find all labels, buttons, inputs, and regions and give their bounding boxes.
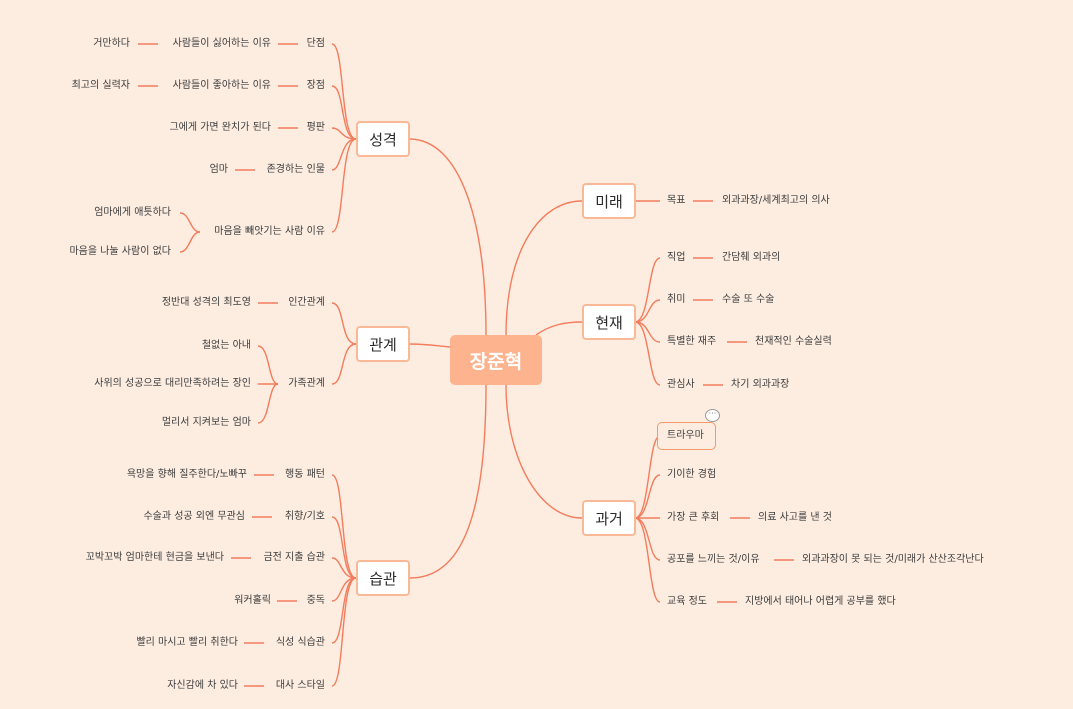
subtopic[interactable]: 차기 외과과장 — [731, 379, 790, 390]
subtopic[interactable]: 외과과장/세계최고의 의사 — [722, 195, 830, 206]
topic-label: 현재 — [595, 313, 623, 332]
subtopic-trauma[interactable]: 트라우마 — [667, 430, 704, 441]
topic-past[interactable]: 과거 — [582, 500, 636, 536]
subtopic[interactable]: 철없는 아내 — [201, 340, 251, 351]
selected-subtopic-frame[interactable] — [657, 422, 716, 450]
subtopic[interactable]: 사람들이 좋아하는 이유 — [172, 80, 271, 91]
subtopic[interactable]: 금전 지출 습관 — [263, 552, 325, 563]
subtopic[interactable]: 꼬박꼬박 엄마한테 현금을 보낸다 — [85, 552, 224, 563]
subtopic[interactable]: 최고의 실력자 — [71, 80, 130, 91]
subtopic[interactable]: 엄마에게 애틋하다 — [94, 207, 171, 218]
topic-label: 관계 — [369, 335, 397, 354]
subtopic[interactable]: 기이한 경험 — [667, 469, 717, 480]
subtopic[interactable]: 사위의 성공으로 대리만족하려는 장인 — [94, 378, 251, 389]
subtopic[interactable]: 가족관계 — [288, 378, 325, 389]
subtopic[interactable]: 지방에서 태어나 어렵게 공부를 했다 — [745, 596, 896, 607]
topic-label: 습관 — [369, 569, 397, 588]
subtopic[interactable]: 간담췌 외과의 — [722, 252, 781, 263]
central-topic[interactable]: 장준혁 — [450, 335, 542, 385]
subtopic[interactable]: 욕망을 향해 질주한다/노빠꾸 — [126, 469, 247, 480]
topic-future[interactable]: 미래 — [582, 183, 636, 219]
subtopic[interactable]: 가장 큰 후회 — [667, 512, 720, 523]
subtopic[interactable]: 취미 — [667, 294, 686, 305]
topic-label: 성격 — [369, 130, 397, 149]
subtopic[interactable]: 대사 스타일 — [275, 680, 325, 691]
subtopic[interactable]: 마음을 나눌 사람이 없다 — [69, 246, 171, 257]
subtopic[interactable]: 천재적인 수술실력 — [755, 336, 832, 347]
subtopic[interactable]: 식성 식습관 — [275, 637, 325, 648]
topic-habits[interactable]: 습관 — [356, 560, 410, 596]
topic-label: 미래 — [595, 192, 623, 211]
subtopic[interactable]: 멀리서 지켜보는 엄마 — [161, 417, 251, 428]
subtopic[interactable]: 워커홀릭 — [234, 595, 271, 606]
central-topic-label: 장준혁 — [469, 350, 523, 373]
subtopic[interactable]: 공포를 느끼는 것/이유 — [667, 554, 760, 565]
subtopic[interactable]: 정반대 성격의 최도영 — [161, 297, 251, 308]
topic-label: 과거 — [595, 509, 623, 528]
subtopic[interactable]: 단점 — [306, 38, 325, 49]
subtopic[interactable]: 행동 패턴 — [285, 469, 325, 480]
subtopic[interactable]: 중독 — [306, 595, 325, 606]
subtopic[interactable]: 마음을 빼앗기는 사람 이유 — [214, 226, 325, 237]
topic-relations[interactable]: 관계 — [356, 326, 410, 362]
subtopic[interactable]: 그에게 가면 완치가 된다 — [169, 122, 271, 133]
subtopic[interactable]: 관심사 — [667, 379, 695, 390]
topic-present[interactable]: 현재 — [582, 304, 636, 340]
subtopic[interactable]: 목표 — [667, 195, 686, 206]
subtopic[interactable]: 특별한 재주 — [667, 336, 717, 347]
subtopic[interactable]: 엄마 — [209, 164, 228, 175]
subtopic[interactable]: 인간관계 — [288, 297, 325, 308]
subtopic[interactable]: 빨리 마시고 빨리 취한다 — [136, 637, 238, 648]
subtopic[interactable]: 교육 정도 — [667, 596, 707, 607]
subtopic[interactable]: 평판 — [306, 122, 325, 133]
subtopic[interactable]: 존경하는 인물 — [266, 164, 325, 175]
subtopic[interactable]: 장점 — [306, 80, 325, 91]
subtopic[interactable]: 자신감에 차 있다 — [167, 680, 238, 691]
subtopic[interactable]: 외과과장이 못 되는 것/미래가 산산조각난다 — [802, 554, 984, 565]
subtopic[interactable]: 수술 또 수술 — [722, 294, 775, 305]
topic-personality[interactable]: 성격 — [356, 121, 410, 157]
subtopic[interactable]: 직업 — [667, 252, 686, 263]
subtopic[interactable]: 거만하다 — [93, 38, 130, 49]
comment-bubble-icon[interactable]: ··· — [705, 409, 720, 422]
subtopic[interactable]: 의료 사고를 낸 것 — [758, 512, 832, 523]
subtopic[interactable]: 수술과 성공 외엔 무관심 — [143, 511, 245, 522]
subtopic[interactable]: 취향/기호 — [284, 511, 325, 522]
subtopic[interactable]: 사람들이 싫어하는 이유 — [172, 38, 271, 49]
